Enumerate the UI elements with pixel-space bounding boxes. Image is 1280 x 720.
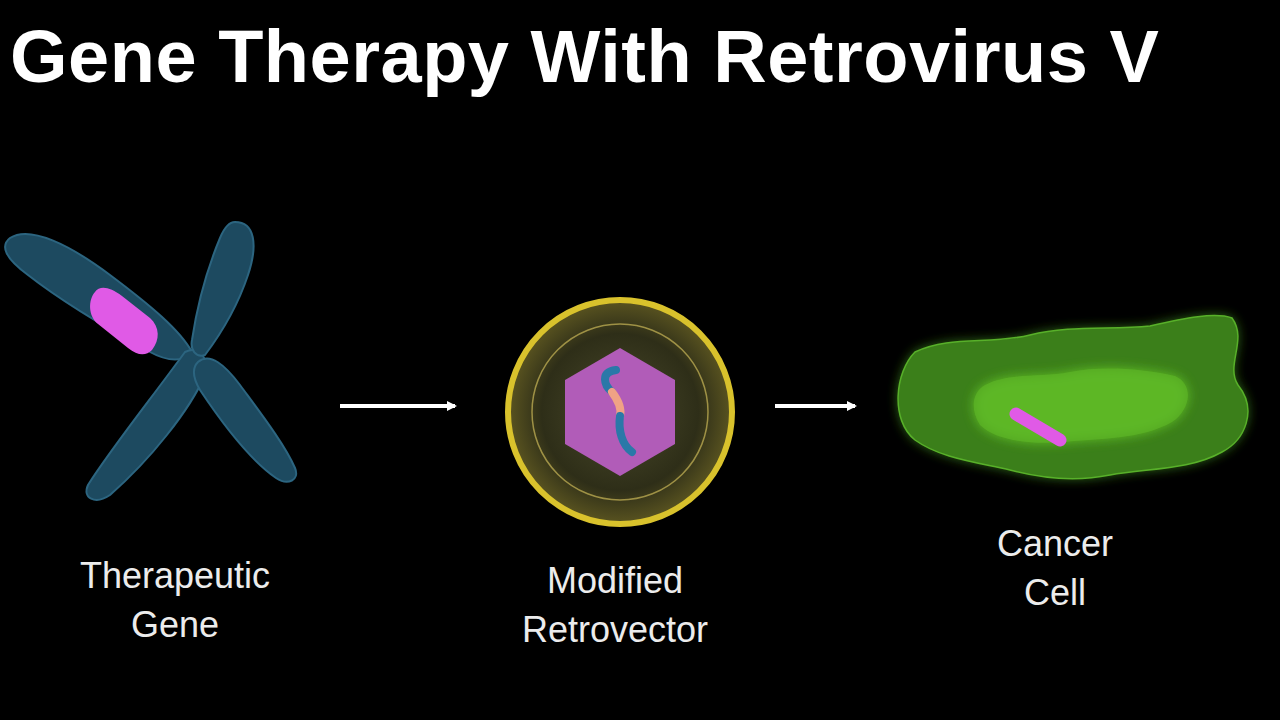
retrovector (508, 300, 732, 524)
gene-band (90, 288, 158, 354)
chromosome (5, 222, 296, 500)
illustrated-node: Therapeutic Gene (10, 210, 340, 650)
illustrated-node: Modified Retrovector (455, 290, 775, 655)
illustrated-node: Cancer Cell (855, 300, 1255, 618)
node-label: Cancer Cell (973, 519, 1138, 618)
flow-arrow (775, 404, 855, 408)
node-label: Therapeutic Gene (55, 551, 295, 650)
title: Gene Therapy With Retrovirus V (10, 14, 1159, 99)
node-label: Modified Retrovector (495, 556, 735, 655)
cancer-cell (898, 316, 1248, 479)
flow-arrow (340, 404, 455, 408)
